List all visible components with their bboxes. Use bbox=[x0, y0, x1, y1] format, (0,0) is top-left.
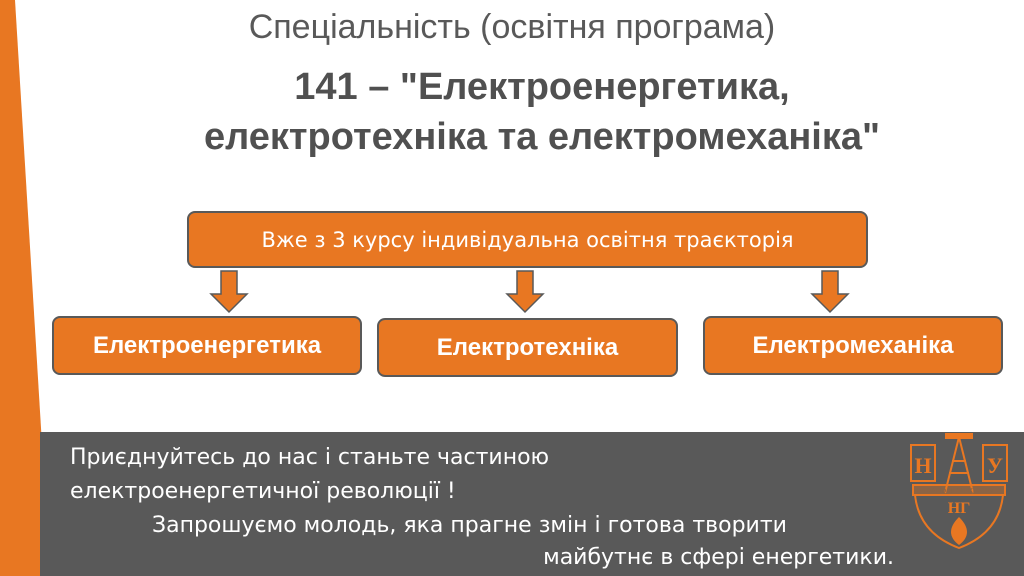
footer-text: електроенергетичної революції ! bbox=[70, 479, 456, 504]
arrow-down-icon bbox=[505, 270, 545, 314]
page-title: 141 – "Електроенергетика, електротехніка … bbox=[60, 62, 1024, 162]
page-subtitle: Спеціальність (освітня програма) bbox=[248, 8, 776, 46]
university-emblem-icon: Н У ІВАНО-ФРАНКІВСЬК НГ bbox=[910, 433, 1008, 550]
title-line: електротехніка та електромеханіка" bbox=[203, 116, 881, 158]
svg-text:НГ: НГ bbox=[948, 500, 971, 517]
footer-text: майбутнє в сфері енергетики. bbox=[543, 545, 894, 570]
branch-electromechanics: Електромеханіка bbox=[703, 316, 1003, 375]
arrow-down-icon bbox=[810, 270, 850, 314]
svg-text:У: У bbox=[987, 453, 1003, 478]
footer-band bbox=[40, 432, 1024, 576]
footer-text: Запрошуємо молодь, яка прагне змін і гот… bbox=[152, 513, 787, 538]
footer-text: Приєднуйтесь до нас і станьте частиною bbox=[70, 445, 550, 470]
title-line: 141 – "Електроенергетика, bbox=[294, 66, 790, 108]
branch-electrical-engineering: Електротехніка bbox=[377, 318, 678, 377]
decorative-stripe bbox=[0, 0, 50, 576]
branch-power-engineering: Електроенергетика bbox=[52, 316, 362, 375]
svg-text:Н: Н bbox=[914, 453, 931, 478]
trajectory-box: Вже з 3 курсу індивідуальна освітня трає… bbox=[187, 211, 868, 268]
arrow-down-icon bbox=[209, 270, 249, 314]
svg-text:ІВАНО-ФРАНКІВСЬК: ІВАНО-ФРАНКІВСЬК bbox=[924, 488, 995, 495]
